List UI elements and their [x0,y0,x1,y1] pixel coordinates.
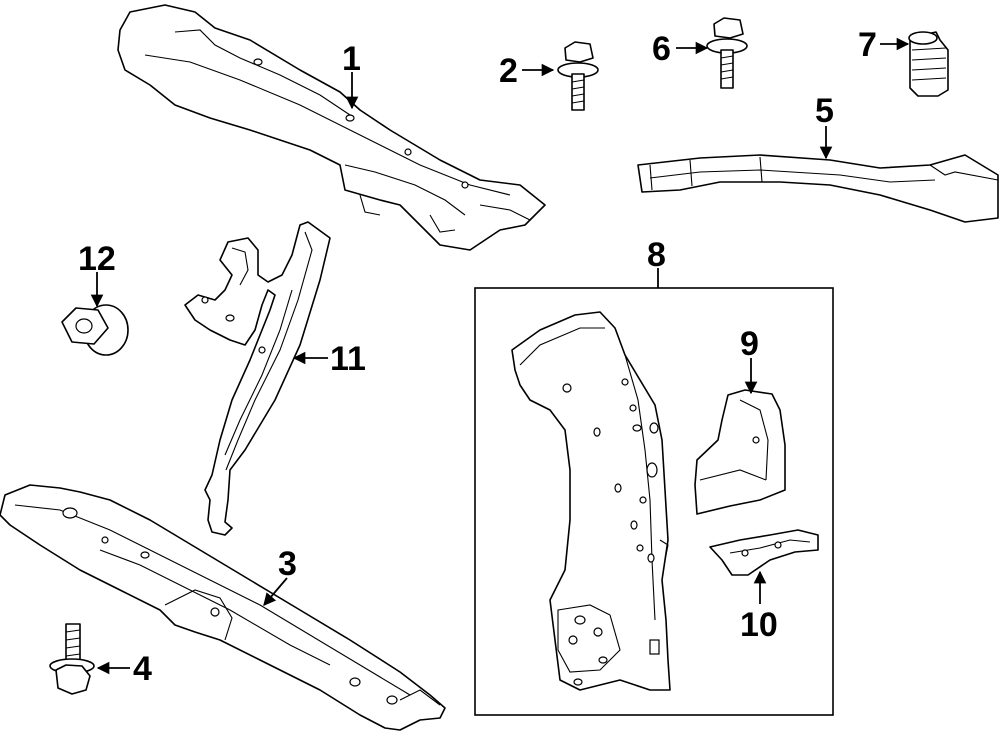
part-8-group-frame [474,287,834,716]
part-11-brace [184,221,331,536]
part-10-bracket [709,529,819,576]
callout-2: 2 [499,52,518,90]
part-3-lower-support [0,484,446,731]
part-1-upper-support [117,4,546,251]
part-5-side-member [637,154,999,223]
callout-3: 3 [278,545,297,583]
part-6-bolt [706,17,748,89]
part-7-cushion [908,31,949,97]
callout-5: 5 [815,92,834,130]
callout-1: 1 [342,40,361,78]
callout-11: 11 [330,340,366,378]
leader-lines [90,37,910,675]
callout-12: 12 [78,240,116,278]
part-12-nut [61,304,129,356]
leader-3 [263,577,288,606]
callout-6: 6 [652,30,671,68]
part-4-bolt [49,623,95,695]
callout-9: 9 [740,325,759,363]
callout-10: 10 [740,606,778,644]
part-9-bracket [694,389,786,515]
callout-4: 4 [133,650,152,688]
callout-8: 8 [647,236,666,274]
part-2-bolt [557,41,599,111]
callout-7: 7 [858,26,877,64]
part-8-side-panel [511,311,671,691]
callout-labels: 1 2 6 7 5 12 11 3 4 8 9 10 [78,26,877,688]
